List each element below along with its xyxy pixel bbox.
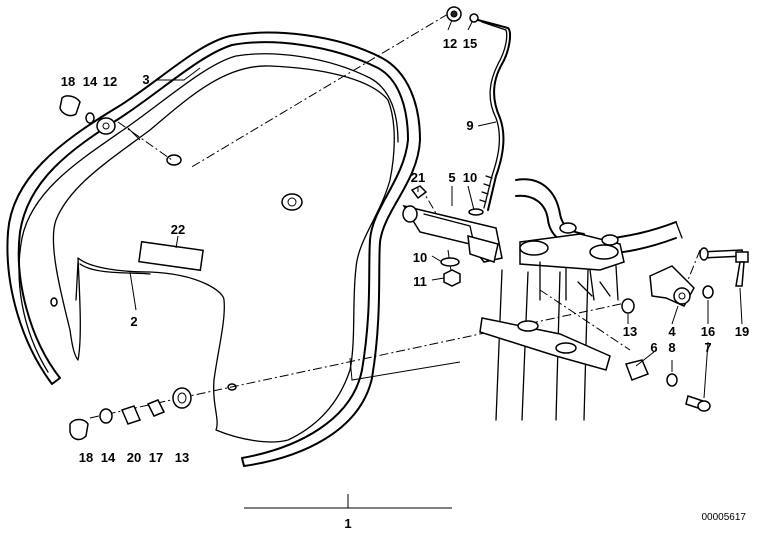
callout-18-upper: 18 — [61, 74, 75, 89]
washer-10-lower — [440, 257, 460, 267]
callout-6: 6 — [650, 340, 657, 355]
screw-21 — [410, 185, 428, 200]
callout-4: 4 — [668, 324, 676, 339]
callout-13-lower: 13 — [175, 450, 189, 465]
callout-16: 16 — [701, 324, 715, 339]
callout-7: 7 — [704, 340, 711, 355]
washer-14-upper — [85, 112, 95, 124]
callout-12-top: 12 — [443, 36, 457, 51]
grommet-12-upper — [96, 117, 116, 135]
callout-22: 22 — [171, 222, 185, 237]
callout-21: 21 — [411, 170, 425, 185]
callout-1: 1 — [344, 516, 351, 531]
callout-19: 19 — [735, 324, 749, 339]
holder-4 — [649, 265, 695, 307]
callout-15: 15 — [463, 36, 477, 51]
callout-17: 17 — [149, 450, 163, 465]
windscreen-frame — [6, 31, 421, 467]
mounting-bracket-5 — [402, 204, 503, 263]
callout-9: 9 — [466, 118, 473, 133]
spacer-20 — [120, 405, 142, 425]
screen-grommet-upper — [166, 154, 182, 166]
screen-hole-left — [50, 297, 58, 307]
cap-nut-18-upper — [59, 95, 81, 117]
sleeve-17 — [146, 399, 166, 417]
callout-20: 20 — [127, 450, 141, 465]
cap-nut-18-lower — [69, 418, 89, 441]
callout-12-upper: 12 — [103, 74, 117, 89]
callout-11: 11 — [413, 274, 427, 289]
callout-5: 5 — [448, 170, 455, 185]
label-plate — [138, 240, 204, 272]
support-rod — [477, 19, 511, 211]
callout-14-lower: 14 — [101, 450, 116, 465]
callout-3: 3 — [142, 72, 149, 87]
callout-18-lower: 18 — [79, 450, 93, 465]
callout-13-right: 13 — [623, 324, 637, 339]
nut-12-top — [446, 6, 462, 22]
clip-6 — [625, 359, 649, 381]
callout-labels: 18 14 12 3 22 2 12 15 9 21 5 10 10 11 13… — [61, 36, 749, 531]
washer-16 — [702, 285, 714, 299]
washer-13-right — [621, 298, 635, 314]
callout-10-lower: 10 — [413, 250, 427, 265]
callout-2: 2 — [130, 314, 137, 329]
callout-10-upper: 10 — [463, 170, 477, 185]
washer-14-lower — [99, 408, 113, 424]
windscreen-glass — [52, 65, 395, 443]
callout-14-upper: 14 — [83, 74, 98, 89]
callout-8: 8 — [668, 340, 675, 355]
document-number: 00005617 — [702, 512, 747, 523]
washer-8 — [666, 373, 678, 387]
washer-10-upper — [468, 208, 484, 216]
nut-11 — [443, 269, 461, 287]
grommet-13-lower — [172, 387, 192, 409]
screw-7-lower — [685, 395, 711, 412]
fork-assembly — [479, 178, 683, 421]
washer-15-top — [469, 13, 479, 23]
screw-19 — [735, 251, 749, 287]
